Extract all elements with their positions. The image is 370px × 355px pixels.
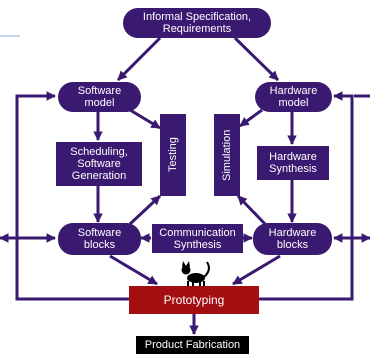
spec-node: Informal Specification, Requirements <box>123 8 271 38</box>
feedback-loop-to-software-model <box>15 91 130 301</box>
simulation-node: Simulation <box>214 114 240 196</box>
product-fabrication-node: Product Fabrication <box>136 336 249 354</box>
communication-synthesis-node: Communication Synthesis <box>152 224 243 253</box>
scheduling-node: Scheduling, Software Generation <box>56 142 142 186</box>
arrow-hardware-blocks-to-simulation <box>236 194 267 226</box>
arrow-hardware-blocks-to-prototyping <box>232 254 281 286</box>
testing-node: Testing <box>160 114 186 196</box>
hardware-synthesis-node: Hardware Synthesis <box>257 146 329 180</box>
arrow-software-blocks-to-testing <box>128 194 162 226</box>
arrow-software-model-to-testing <box>129 108 161 130</box>
arrow-spec-to-software-model <box>116 36 162 82</box>
arrow-hardware-model-to-simulation <box>239 108 263 128</box>
software-blocks-node: Software blocks <box>58 223 141 255</box>
prototyping-node: Prototyping <box>129 286 259 314</box>
feedback-loop-to-hardware-model <box>258 91 354 301</box>
connector-arrows <box>0 36 370 335</box>
hardware-blocks-node: Hardware blocks <box>253 223 332 255</box>
arrow-software-blocks-to-prototyping <box>109 254 158 286</box>
arrow-spec-to-hardware-model <box>233 36 280 82</box>
black-cat-icon <box>181 261 210 287</box>
hardware-model-node: Hardware model <box>255 82 332 112</box>
software-model-node: Software model <box>58 82 141 112</box>
